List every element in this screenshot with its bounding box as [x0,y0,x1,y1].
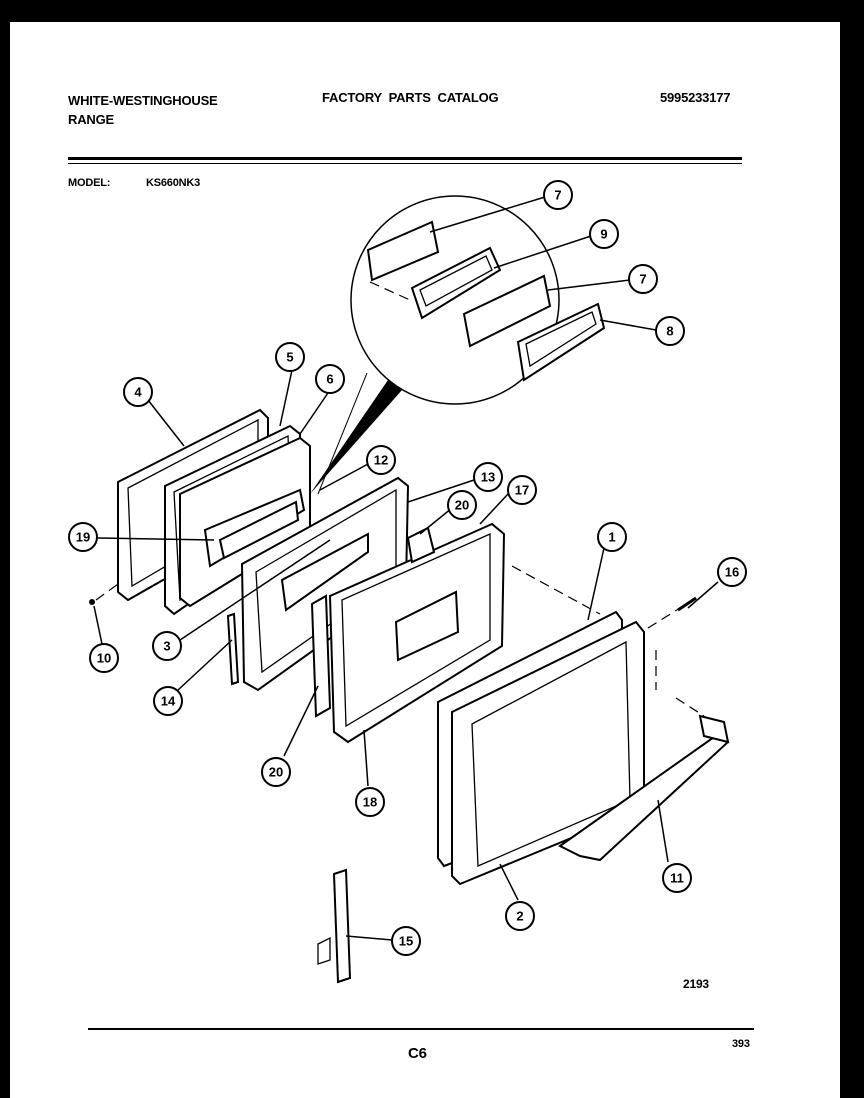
callout-19: 19 [68,522,98,552]
svg-text:17: 17 [515,483,529,498]
svg-text:5: 5 [286,350,293,365]
glass-assembly-18 [328,522,506,744]
callout-18: 18 [355,787,385,817]
callout-13: 13 [473,462,503,492]
callout-8: 8 [655,316,685,346]
footer-rule [88,1028,754,1030]
callout-1: 1 [597,522,627,552]
catalog-title: FACTORY PARTS CATALOG [322,90,499,105]
callout-14: 15 [391,926,421,956]
detail-magnifier [310,195,560,495]
screw-11 [89,599,95,605]
svg-text:1: 1 [608,530,615,545]
svg-text:20: 20 [455,498,469,513]
callout-17: 17 [507,475,537,505]
svg-text:2: 2 [516,909,523,924]
svg-text:19: 19 [76,530,90,545]
drawing-number: 2193 [683,977,709,991]
section-code: C6 [408,1045,427,1062]
gasket-9 [410,246,502,320]
page-number: 393 [732,1038,750,1050]
assembly-dash-lines [95,565,705,717]
svg-text:15: 15 [399,934,413,949]
callout-6: 6 [315,364,345,394]
callout-7-upper: 7 [543,180,573,210]
svg-text:3: 3 [163,639,170,654]
svg-text:20: 20 [269,765,283,780]
svg-text:14: 14 [161,694,176,709]
svg-text:12: 12 [374,453,388,468]
leader-lines [93,196,719,941]
gasket-8 [516,302,606,382]
glass-pane-7-lower [462,274,552,348]
spacer-20-upper [406,526,436,564]
svg-text:16: 16 [725,565,739,580]
callout-15: 14 [153,686,183,716]
callout-11: 10 [89,643,119,673]
callout-16: 16 [717,557,747,587]
svg-text:18: 18 [363,795,377,810]
spacer-20-left [310,594,332,718]
callout-20-lower: 20 [261,757,291,787]
vent-part-19 [203,488,306,568]
callout-10: 11 [662,863,692,893]
svg-text:6: 6 [326,372,333,387]
callout-7-lower: 7 [628,264,658,294]
svg-text:11: 11 [670,871,684,886]
callout-12: 12 [366,445,396,475]
callout-5: 5 [275,342,305,372]
glass-pane-7-upper [366,220,440,301]
callout-20-upper: 20 [447,490,477,520]
brand-line-2: RANGE [68,112,114,127]
header-rule-thick [68,157,742,160]
svg-text:7: 7 [554,188,561,203]
svg-text:4: 4 [134,385,142,400]
svg-text:13: 13 [481,470,495,485]
brand-line-1: WHITE-WESTINGHOUSE [68,93,218,108]
hinge-14 [317,868,352,984]
callout-4: 4 [123,377,153,407]
svg-text:8: 8 [666,324,673,339]
door-frame-12 [240,476,410,692]
callout-2: 2 [505,901,535,931]
model-value: KS660NK3 [146,177,201,189]
catalog-number: 5995233177 [660,90,731,105]
screw-16 [677,596,697,612]
callout-3: 3 [152,631,182,661]
strip-15 [226,612,240,686]
svg-text:10: 10 [97,651,111,666]
callout-9: 9 [589,219,619,249]
header-rule-thin [68,163,742,164]
door-handle-10 [558,714,730,862]
model-label: MODEL: [68,177,111,189]
svg-text:7: 7 [639,272,646,287]
svg-text:9: 9 [600,227,607,242]
